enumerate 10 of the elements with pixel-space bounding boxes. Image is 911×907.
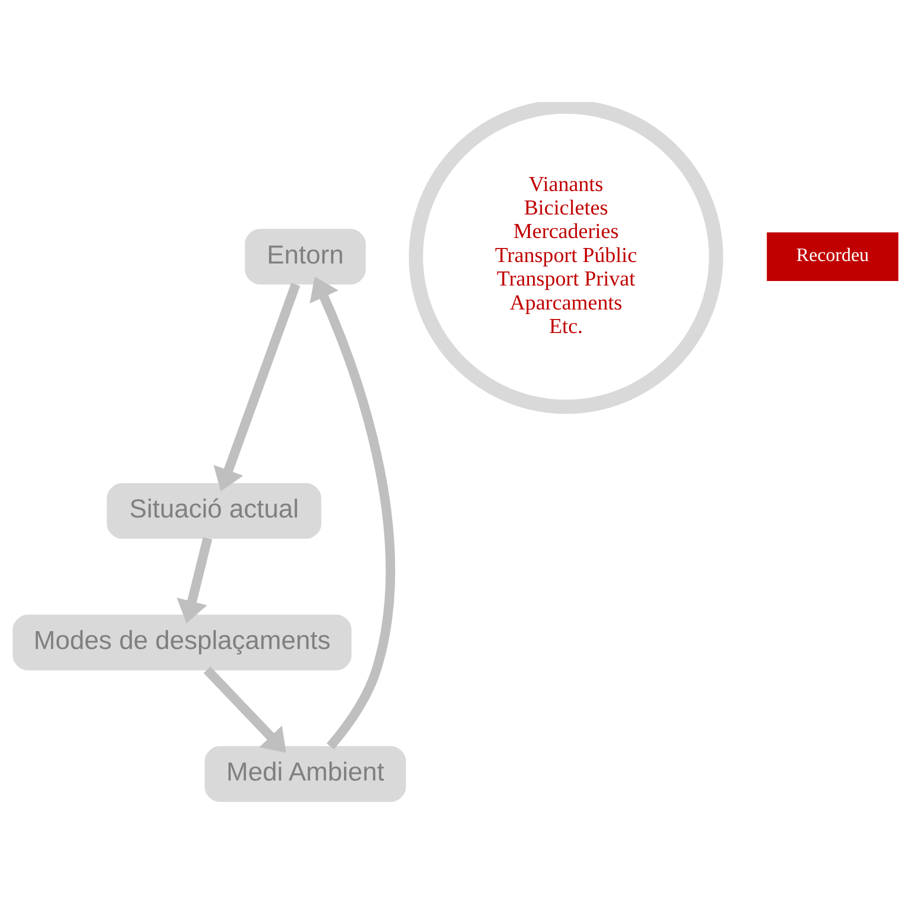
node-box: Medi Ambient (204, 746, 406, 802)
node-circle: Vianants Bicicletes Mercaderies Transport Públic Transport Privat Aparcaments Etc. (408, 102, 724, 414)
node-box: Recordeu (766, 232, 898, 280)
arrow (176, 536, 212, 623)
node-box: Entorn (244, 228, 366, 284)
arrow (310, 276, 396, 749)
arrow (204, 666, 286, 752)
arrow (214, 282, 300, 491)
node-box: Situació actual (106, 482, 322, 538)
node-box: Modes de desplaçaments (12, 614, 352, 670)
